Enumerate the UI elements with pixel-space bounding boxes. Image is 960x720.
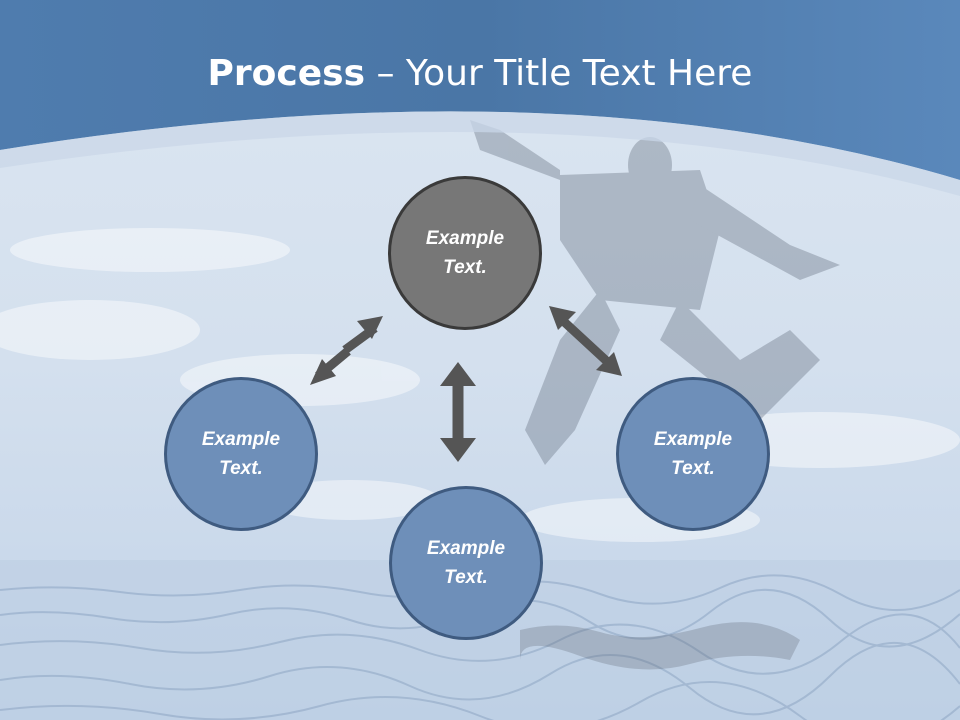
title-rest: – Your Title Text Here bbox=[365, 53, 753, 94]
arrow-top-left bbox=[310, 316, 383, 385]
header-highlight-arc bbox=[0, 111, 960, 196]
header-band bbox=[0, 0, 960, 180]
node-right: Example Text. bbox=[616, 377, 770, 531]
arrow-vertical bbox=[440, 362, 476, 462]
node-bottom-label: Example Text. bbox=[426, 538, 506, 588]
page-title: Process – Your Title Text Here bbox=[0, 52, 960, 96]
title-bold: Process bbox=[207, 53, 366, 94]
node-top-label: Example Text. bbox=[425, 228, 505, 278]
node-left: Example Text. bbox=[164, 377, 318, 531]
node-top: Example Text. bbox=[388, 176, 542, 330]
arrow-top-right bbox=[549, 306, 622, 376]
node-bottom: Example Text. bbox=[389, 486, 543, 640]
node-left-label: Example Text. bbox=[201, 429, 281, 479]
reflection bbox=[520, 622, 800, 670]
clouds bbox=[0, 228, 960, 542]
node-right-label: Example Text. bbox=[653, 429, 733, 479]
person-silhouette bbox=[470, 120, 840, 465]
